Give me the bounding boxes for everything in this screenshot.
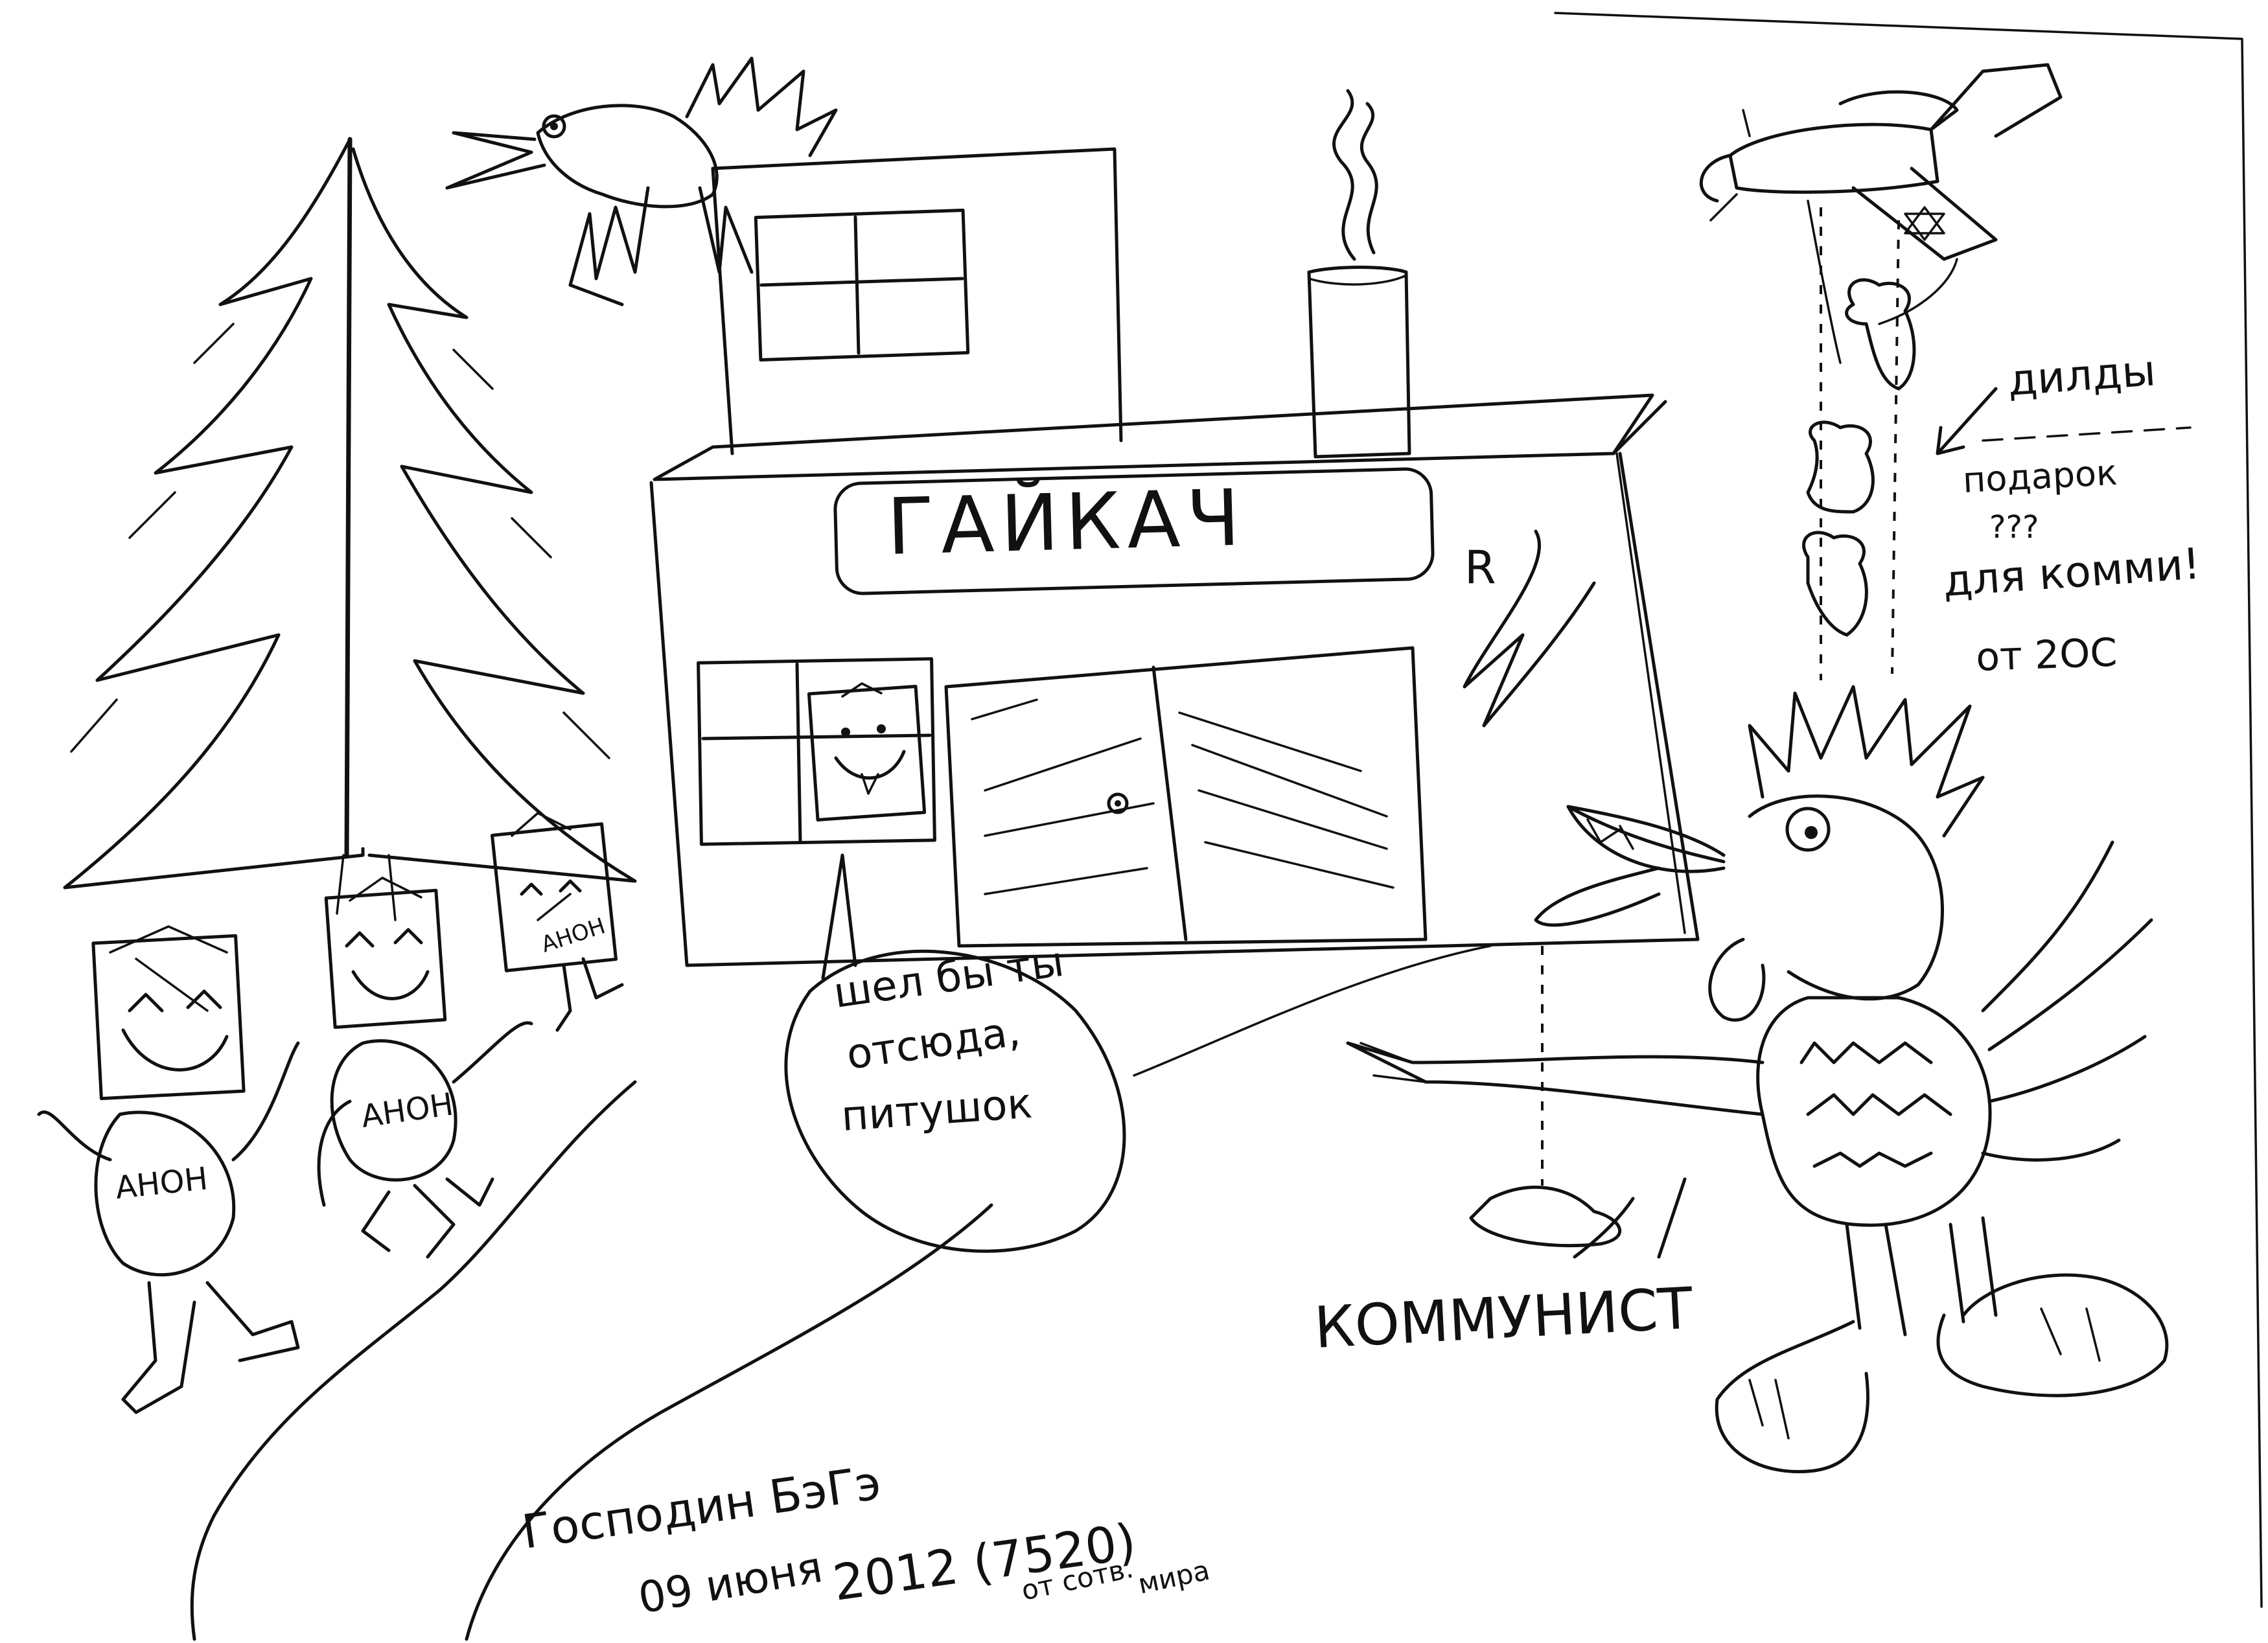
airplane [1699, 63, 2063, 364]
anon-character-3 [490, 812, 624, 1032]
note-line-5: от 2ОС [1975, 630, 2118, 680]
anon-label-2: АНОН [359, 1086, 456, 1135]
speech-line-3: питушок [840, 1080, 1034, 1141]
shop-sign-text: ГАЙКАЧ [886, 473, 1247, 573]
speech-line-1: шел бы ты [831, 938, 1067, 1018]
note-arrow [1936, 387, 1998, 455]
paper-edge [1554, 12, 2263, 1608]
note-line-4: для комми! [1941, 538, 2202, 606]
fir-tree [63, 137, 637, 921]
wall-mark: R [1464, 541, 1496, 594]
star-of-david-icon [1904, 206, 1945, 241]
signature-line-5: мира [1135, 1554, 1212, 1600]
anon-label-1: АНОН [113, 1160, 209, 1206]
note-line-3: ??? [1989, 509, 2039, 546]
signature-line-2: 09 июня [634, 1542, 826, 1624]
chimney-smoke [1332, 89, 1378, 261]
falling-dildos [1802, 207, 1916, 680]
shop-sign [833, 467, 1435, 595]
portrait-face [807, 682, 927, 822]
note-line-2: подарок [1961, 452, 2118, 501]
house [649, 89, 1700, 967]
crow-bird [445, 56, 838, 306]
road-path [190, 1080, 993, 1641]
rooster-communist [1346, 685, 2169, 1473]
anon-label-3: АНОН [538, 913, 608, 958]
lightning-graffiti [1463, 529, 1596, 728]
signature-line-1: Господин БэГэ [519, 1455, 885, 1559]
speech-line-2: отсюда, [844, 1007, 1023, 1079]
note-line-1: дилды [2006, 345, 2157, 406]
anon-character-1 [37, 925, 300, 1414]
speech-bubble [784, 853, 1126, 1253]
anon-character-2 [317, 877, 533, 1259]
communist-label: КОММУНИСТ [1313, 1274, 1695, 1361]
